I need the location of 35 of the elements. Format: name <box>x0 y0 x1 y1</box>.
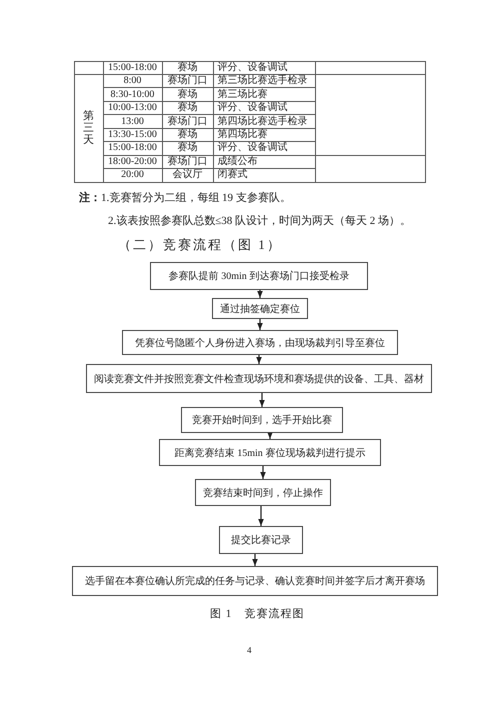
arrow <box>267 432 273 439</box>
process-box <box>72 566 438 596</box>
note-text: 2.该表按照参赛队总数≤38 队设计，时间为两天（每天 2 场）。 <box>108 214 412 228</box>
process-box <box>212 298 308 319</box>
table-cell: 20:00 <box>102 168 162 183</box>
process-box <box>195 479 331 506</box>
step-text: 阅读竞赛文件并按照竞赛文件检查现场环境和赛场提供的设备、工具、器材 <box>94 372 424 386</box>
step-text: 提交比赛记录 <box>231 534 291 547</box>
process-box <box>122 330 398 355</box>
step-text: 参赛队提前 30min 到达赛场门口接受检录 <box>168 270 350 283</box>
arrow <box>252 554 258 566</box>
step-text: 竞赛开始时间到，选手开始比赛 <box>192 414 332 427</box>
figure-caption: 图 1 竞赛流程图 <box>210 606 304 621</box>
process-box <box>219 526 303 554</box>
process-box <box>86 364 432 393</box>
table-cell: 闭赛式 <box>212 168 316 183</box>
step-text: 通过抽签确定赛位 <box>220 302 300 316</box>
page-number: 4 <box>247 645 252 655</box>
step-text: 凭赛位号隐匿个人身份进入赛场，由现场裁判引导至赛位 <box>135 336 385 350</box>
step-text: 选手留在本赛位确认所完成的任务与记录、确认竞赛时间并签字后才离开赛场 <box>85 574 425 588</box>
step-text: 距离竞赛结束 15min 赛位现场裁判进行提示 <box>174 446 366 460</box>
step-text: 竞赛结束时间到，停止操作 <box>203 486 323 500</box>
process-box <box>150 262 368 290</box>
process-box <box>181 407 343 433</box>
arrow <box>259 393 265 407</box>
process-box <box>159 439 381 466</box>
note-text: 注：1.竞赛暂分为二组，每组 19 支参赛队。 <box>79 190 291 205</box>
table-cell: 会议厅 <box>162 168 214 183</box>
arrow <box>258 506 264 526</box>
arrow <box>256 355 262 364</box>
arrow <box>257 290 263 298</box>
table-cell: 第三天 <box>74 74 104 183</box>
arrow <box>260 466 266 479</box>
section-heading: （二）竞赛流程（图 1） <box>118 236 282 254</box>
arrow <box>257 319 263 330</box>
